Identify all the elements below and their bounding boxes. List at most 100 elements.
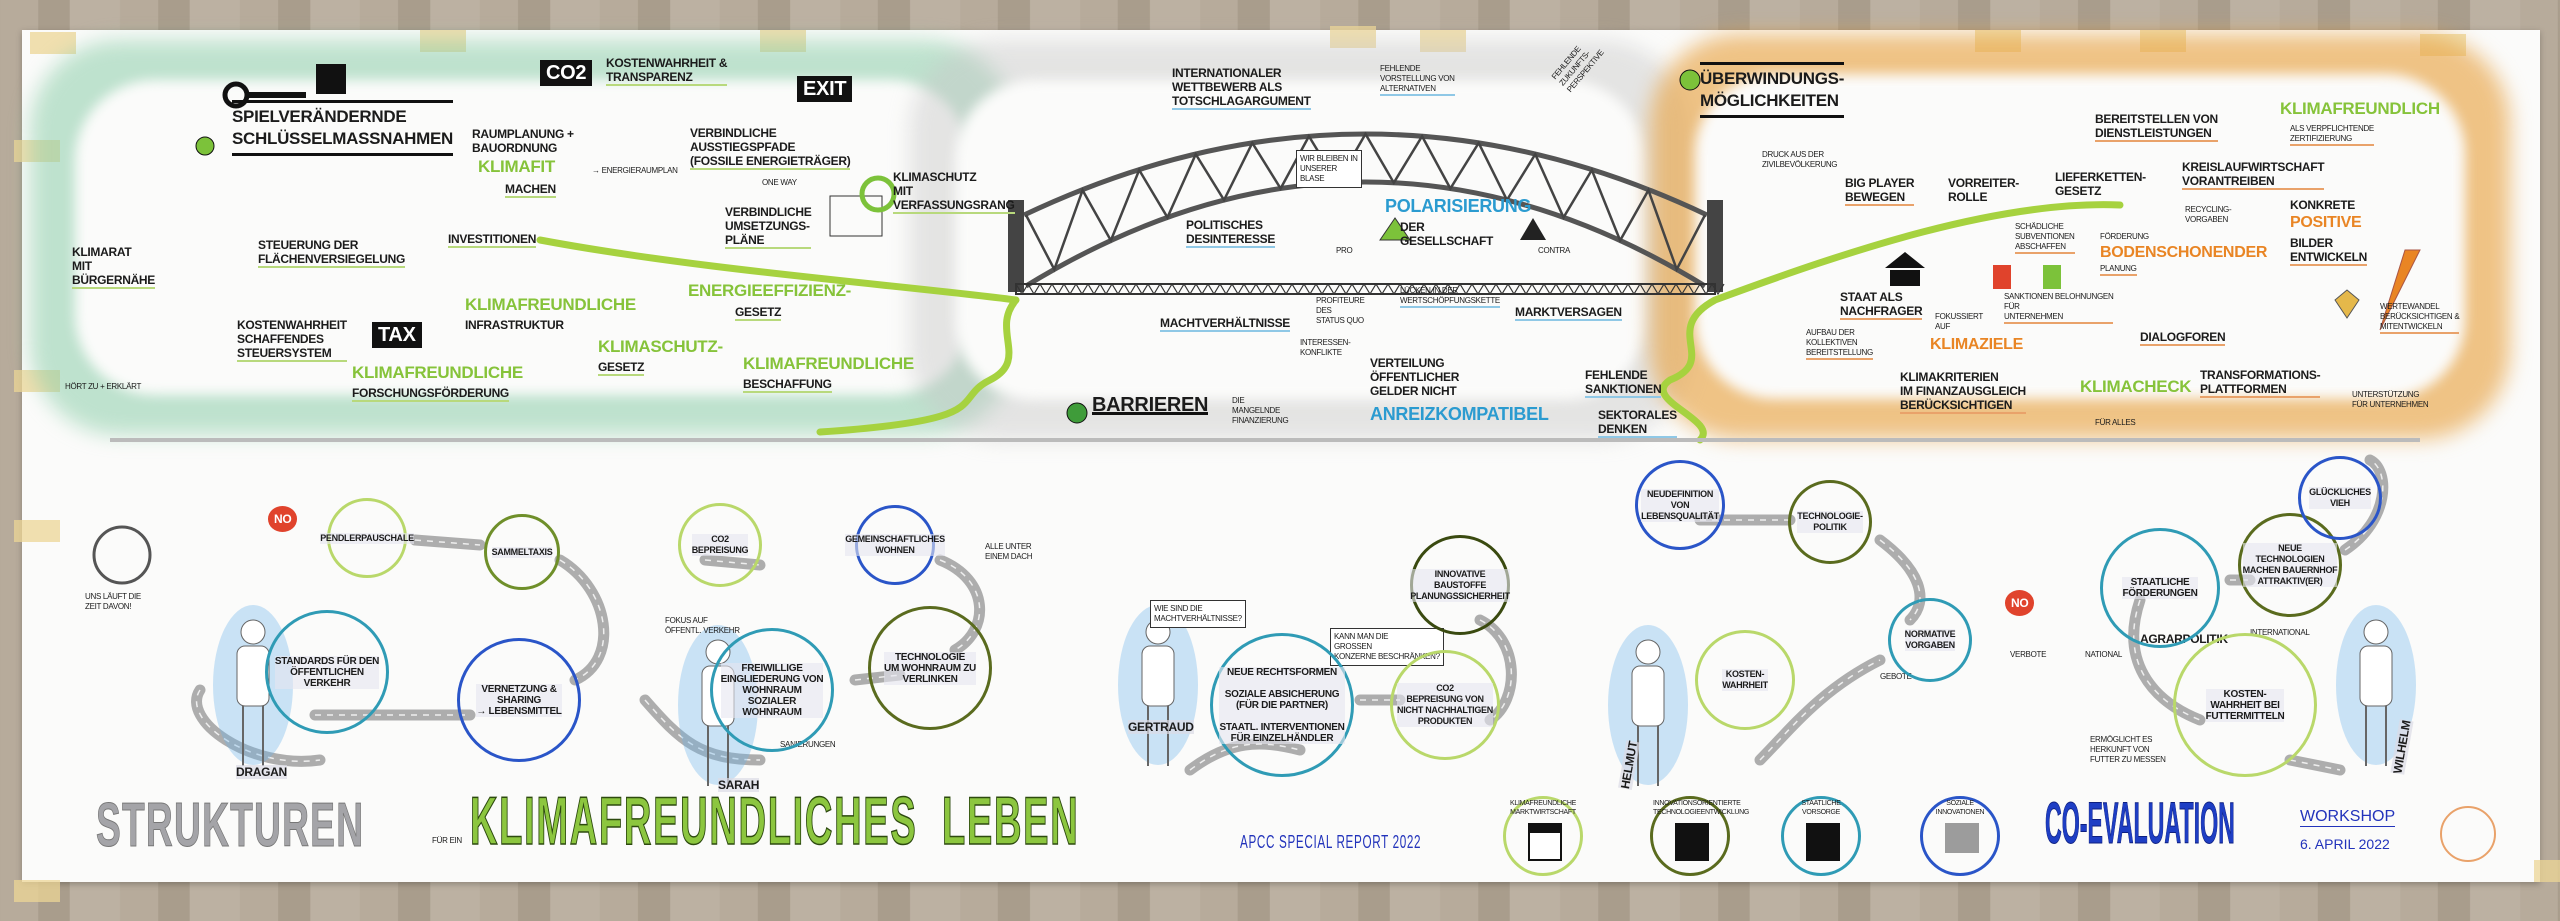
label-tl-klimarat: Klimarat mit Bürgernähe — [72, 245, 156, 289]
label-tr-werte: Wertewandel berücksichtigen & mitentwick… — [2380, 302, 2460, 334]
label-tl-forsch-a: Klimafreundliche — [352, 363, 523, 382]
label-n-international: International — [2250, 628, 2310, 637]
person-head — [240, 619, 266, 645]
label-tl-exit: EXIT — [797, 76, 853, 102]
circle-c-lebensq: Neudefinition von Lebensqualität — [1635, 460, 1725, 550]
road-path — [409, 534, 486, 551]
tape-strip — [14, 520, 60, 542]
label-tl-invest: Investitionen — [448, 232, 537, 248]
circle-c-vieh: Glückliches Vieh — [2298, 456, 2382, 540]
section-title-opportunities: Überwindungs- möglichkeiten — [1700, 62, 1844, 118]
circle-content: Normative Vorgaben — [1891, 601, 1969, 679]
circle-content: CO2 Bepreisung — [681, 506, 759, 584]
bridge-deck-zigzag — [1015, 283, 1725, 296]
label-tl-steuer: Kostenwahrheit schaffendes Steuersystem — [237, 318, 347, 362]
green-cliff-left — [536, 236, 1020, 436]
label-br-markt: Marktversagen — [1515, 305, 1622, 321]
section-title-key-measures: Spielverändernde Schlüsselmaßnahmen — [232, 100, 453, 156]
scenario-logo: StaatlicheVorsorge — [1781, 796, 1861, 876]
person-name-gertraud: Gertraud — [1128, 720, 1194, 734]
road-markings — [1479, 619, 1512, 721]
footer-fuer-ein: für ein — [432, 836, 462, 845]
circle-label: Technologie um Wohnraum zu verlinken — [884, 651, 976, 685]
keyhole-lock-icon — [316, 64, 346, 94]
label-tl-machen: machen — [505, 182, 556, 198]
label-tl-raum: Raumplanung + Bauordnung — [472, 127, 574, 155]
label-tl-oneway: One way — [762, 178, 797, 187]
circle-c-foerder: Staatliche Förderungen — [2100, 528, 2220, 648]
circle-content: Kosten- wahrheit — [1698, 633, 1792, 727]
circle-content: Gemeinschaftliches Wohnen — [845, 508, 945, 582]
label-tr-pos-a: Konkrete — [2290, 198, 2355, 212]
label-tr-subv: Schädliche Subventionen abschaffen — [2015, 222, 2075, 254]
circle-c-techwohn: Technologie um Wohnraum zu verlinken — [868, 606, 992, 730]
person-head — [2363, 619, 2389, 645]
circle-c-futter: Kosten- wahrheit bei Futtermitteln — [2173, 633, 2317, 777]
circle-label: Neue Technologien machen Bauernhof attra… — [2242, 543, 2338, 587]
label-tr-zert: als verpflichtende Zertifizierung — [2290, 124, 2374, 146]
circle-label: Innovative Baustoffe Planungssicherheit — [1410, 568, 1510, 602]
person-legs — [1637, 726, 1659, 786]
circle-label: CO2 Bepreisung von nicht nachhaltigen Pr… — [1397, 683, 1493, 727]
scenario-label-b: Innovationen — [1935, 809, 1985, 816]
label-tl-co2: CO2 — [540, 60, 593, 86]
road-markings — [939, 559, 981, 651]
circle-c-sharing: Vernetzung & Sharing → Lebensmittel — [457, 638, 581, 762]
market-stall-icon — [1528, 823, 1562, 861]
label-tl-umsetzung: Verbindliche Umsetzungs- pläne — [725, 205, 812, 249]
footer-klimafreundliches-leben: Klimafreundliches Leben — [470, 782, 1080, 860]
label-tr-boden-b: Bodenschonender — [2100, 244, 2268, 261]
tape-strip — [30, 32, 76, 54]
person-legs — [1147, 706, 1169, 766]
red-card-icon — [1993, 265, 2011, 289]
label-n-verbote: Verbote — [2010, 650, 2047, 659]
label-n-konzerne: Kann man die grossen Konzerne beschränke… — [1330, 628, 1444, 666]
circle-content: Innovative Baustoffe Planungssicherheit — [1410, 538, 1510, 632]
label-tl-steuerung: Steuerung der Flächenversiegelung — [258, 238, 405, 268]
label-tl-eff-b: Gesetz — [735, 305, 782, 321]
scenario-label-a: Staatliche — [1801, 800, 1841, 807]
person-body — [1631, 665, 1665, 727]
scenario-label-a: Soziale — [1946, 800, 1974, 807]
label-tr-fokus-b: Klimaziele — [1930, 336, 2023, 353]
person-legs — [242, 706, 264, 766]
label-tr-klimacheck: Klimacheck — [2080, 377, 2192, 396]
circle-label: Normative Vorgaben — [1904, 629, 1956, 651]
scenario-label-a: Klimafreundliche — [1510, 800, 1576, 807]
circle-label: Neudefinition von Lebensqualität — [1641, 488, 1719, 522]
diamond-icon — [2334, 289, 2360, 319]
circle-content: Neudefinition von Lebensqualität — [1638, 463, 1722, 547]
scenario-label-b: Marktwirtschaft — [1510, 809, 1576, 816]
bridge-truss — [1024, 131, 1707, 273]
circle-c-pendler: Pendlerpauschale — [320, 498, 414, 578]
label-tl-eff-a: Energieeffizienz- — [688, 281, 852, 300]
label-n-sanierung: Sanierungen — [780, 740, 836, 749]
label-tl-infra-a: Klimafreundliche — [465, 295, 636, 314]
label-n-no2: NO — [2005, 590, 2035, 616]
circle-c-techpol: Technologie- politik — [1788, 480, 1872, 564]
target-icon — [859, 175, 897, 213]
road-markings — [2289, 759, 2341, 771]
circle-content: Sammeltaxis — [487, 517, 557, 587]
footer-date: 6. April 2022 — [2300, 836, 2390, 852]
circle-content: Technologie- politik — [1791, 483, 1869, 561]
label-tl-besch-b: Beschaffung — [743, 377, 832, 393]
person-name-dragan: Dragan — [236, 765, 287, 779]
label-n-ermoeglicht: Ermöglicht es Herkunft von Futter zu mes… — [2090, 735, 2166, 764]
circle-content: Glückliches Vieh — [2301, 459, 2379, 537]
label-n-dach: Alle unter einem Dach — [985, 542, 1033, 561]
label-tl-kosten: Kostenwahrheit & Transparenz — [606, 56, 728, 86]
footer-report: APCC Special Report 2022 — [1240, 832, 1422, 852]
label-tr-dienst: Bereitstellen von Dienstleistungen — [2095, 112, 2218, 142]
scenario-logo: KlimafreundlicheMarktwirtschaft — [1503, 796, 1583, 876]
label-br-pro: Pro — [1336, 246, 1353, 255]
label-tl-verfassung: Klimaschutz mit Verfassungsrang — [893, 170, 1015, 214]
road-path — [554, 554, 610, 686]
label-tl-hoert: Hört zu + erklärt — [65, 382, 142, 391]
label-br-desinteresse: Politisches Desinteresse — [1186, 218, 1276, 248]
scenario-label-a: Innovationsorientierte — [1653, 800, 1741, 807]
label-br-verteilung: Verteilung öffentlicher Gelder nicht — [1370, 356, 1460, 398]
label-tr-staat: Staat als Nachfrager — [1840, 290, 1923, 320]
label-tl-ksg-a: Klimaschutz- — [598, 337, 723, 356]
label-br-macht: Machtverhältnisse — [1160, 316, 1291, 332]
